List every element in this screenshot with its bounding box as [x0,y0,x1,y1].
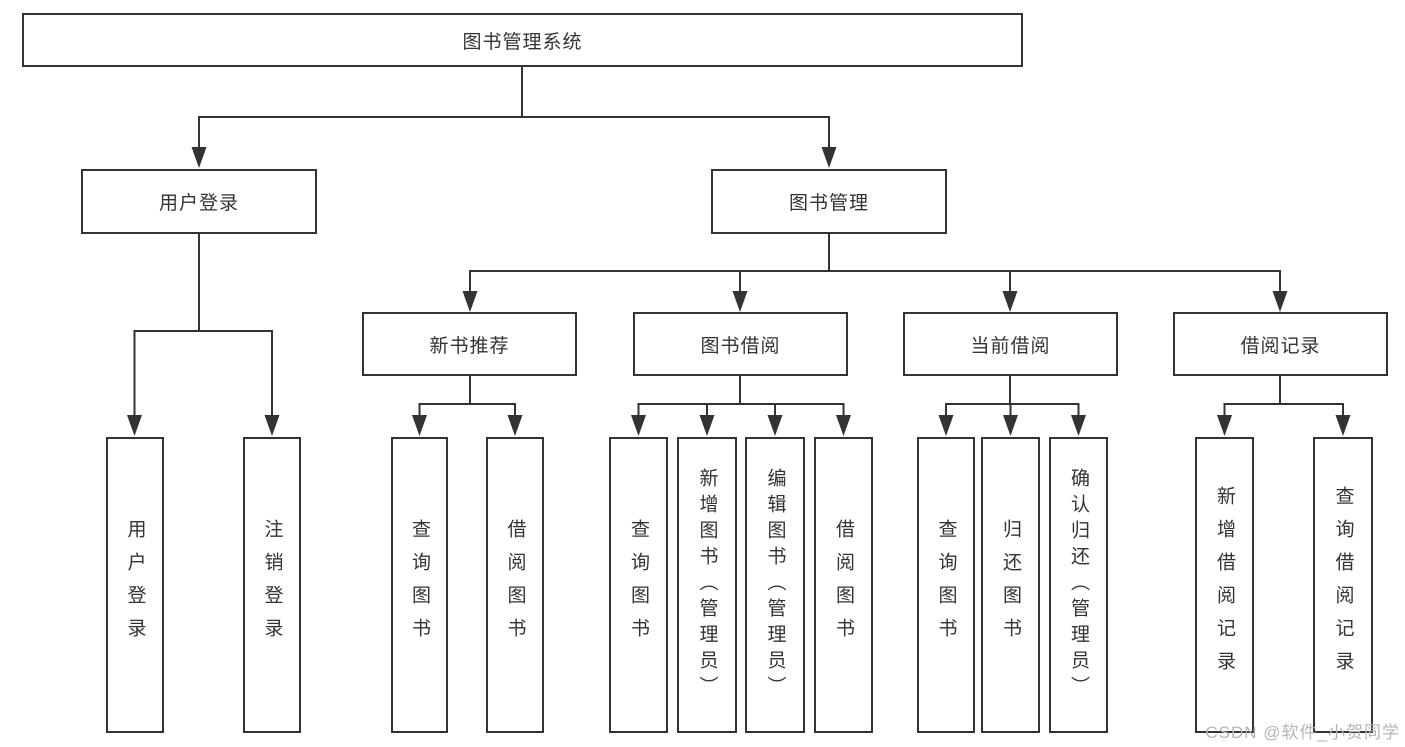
leaf-borrow-books-label: 借阅图书 [833,519,854,651]
node-borrow-record: 借阅记录 [1173,312,1388,376]
leaf-query-books-current: 查询图书 [917,437,975,733]
node-library-system-label: 图书管理系统 [462,31,583,53]
leaf-add-borrow-record-label: 新增借阅记录 [1214,486,1235,684]
leaf-user-login-label: 用户登录 [124,519,146,651]
leaf-user-login: 用户登录 [106,437,164,733]
connector-borrow-record-subtree [1217,376,1351,436]
leaf-query-books-current-label: 查询图书 [935,519,957,651]
connector-user-login-subtree [127,233,280,436]
leaf-borrow-books: 借阅图书 [814,437,873,733]
leaf-query-borrow-record: 查询借阅记录 [1313,437,1373,733]
leaf-query-books-recommend-label: 查询图书 [409,519,430,651]
leaf-return-books-label: 归还图书 [1000,519,1021,651]
leaf-borrow-books-recommend-label: 借阅图书 [504,519,526,651]
node-book-borrow: 图书借阅 [633,312,848,376]
node-borrow-record-label: 借阅记录 [1240,335,1321,357]
leaf-edit-books-admin-label: 编辑图书（管理员） [764,468,786,702]
node-book-borrow-label: 图书借阅 [700,335,781,357]
leaf-edit-books-admin: 编辑图书（管理员） [745,437,805,733]
leaf-return-books: 归还图书 [981,437,1040,733]
node-new-book-recommend-label: 新书推荐 [429,335,510,357]
connector-root-to-level2 [191,67,837,168]
leaf-borrow-books-recommend: 借阅图书 [486,437,544,733]
node-library-system: 图书管理系统 [22,13,1023,67]
leaf-confirm-return-admin: 确认归还（管理员） [1049,437,1108,733]
leaf-confirm-return-admin-label: 确认归还（管理员） [1068,468,1089,702]
leaf-query-borrow-record-label: 查询借阅记录 [1332,486,1354,684]
node-user-login-label: 用户登录 [158,193,239,214]
leaf-query-books-borrow-label: 查询图书 [628,519,649,651]
connector-book-borrow-subtree [631,376,851,436]
leaf-logout: 注销登录 [243,437,301,733]
connector-current-borrow-subtree [938,376,1086,436]
node-current-borrow: 当前借阅 [903,312,1118,376]
leaf-add-books-admin-label: 新增图书（管理员） [696,468,718,702]
leaf-query-books-borrow: 查询图书 [609,437,668,733]
node-user-login: 用户登录 [81,169,317,234]
node-book-management: 图书管理 [711,169,947,234]
leaf-add-books-admin: 新增图书（管理员） [677,437,737,733]
connector-new-book-subtree [412,376,523,436]
leaf-add-borrow-record: 新增借阅记录 [1195,437,1254,733]
leaf-logout-label: 注销登录 [261,519,283,651]
node-new-book-recommend: 新书推荐 [362,312,577,376]
leaf-query-books-recommend: 查询图书 [391,437,448,733]
node-book-management-label: 图书管理 [788,193,869,214]
connector-book-management-to-groups [462,233,1288,312]
watermark-text: CSDN @软件_小贺同学 [1205,723,1400,742]
node-current-borrow-label: 当前借阅 [970,335,1051,357]
